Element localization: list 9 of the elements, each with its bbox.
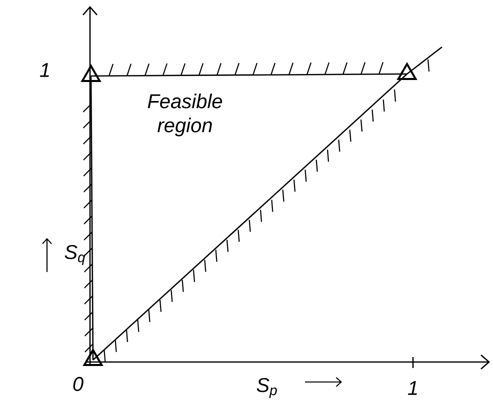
axis-label: S$_{p}$ (256, 378, 277, 398)
axis-label: S$_{q}$ (64, 245, 86, 265)
region-label: Feasible region (148, 94, 222, 136)
constraint-line (92, 46, 442, 363)
axis-label: 1 (40, 63, 49, 77)
axis-label: 0 (73, 376, 84, 392)
constraint-line (91, 62, 407, 77)
axis-label: 1 (408, 381, 417, 395)
constraint-line (82, 76, 94, 360)
